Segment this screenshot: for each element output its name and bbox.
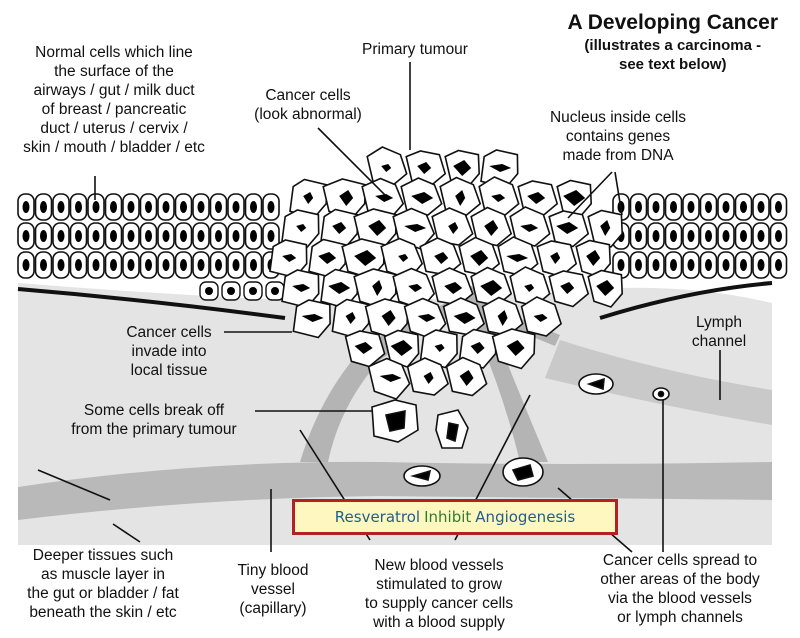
lymph-channel xyxy=(545,340,772,425)
title-sub-1: (illustrates a carcinoma - xyxy=(584,37,762,54)
basement-membrane xyxy=(17,287,286,320)
diagram-title: A Developing Cancer (illustrates a carci… xyxy=(568,10,778,74)
banner-word-2: Inhibit xyxy=(424,508,472,526)
epithelial-cell-layers xyxy=(17,193,788,301)
banner-word-1: Resveratrol xyxy=(334,508,421,526)
capillary-vessel xyxy=(18,461,772,520)
resveratrol-banner: Resveratrol Inhibit Angiogenesis xyxy=(292,499,618,535)
banner-word-3: Angiogenesis xyxy=(475,508,576,526)
label-primary-tumour: Primary tumour xyxy=(362,41,468,58)
label-cancer-cells: Cancer cells(look abnormal) xyxy=(254,87,362,123)
title-main: A Developing Cancer xyxy=(567,11,778,34)
basement-membrane-right xyxy=(599,281,773,320)
migrating-cancer-cells xyxy=(371,373,670,487)
title-sub-2: see text below) xyxy=(619,56,727,73)
primary-tumour-mass xyxy=(269,146,624,400)
